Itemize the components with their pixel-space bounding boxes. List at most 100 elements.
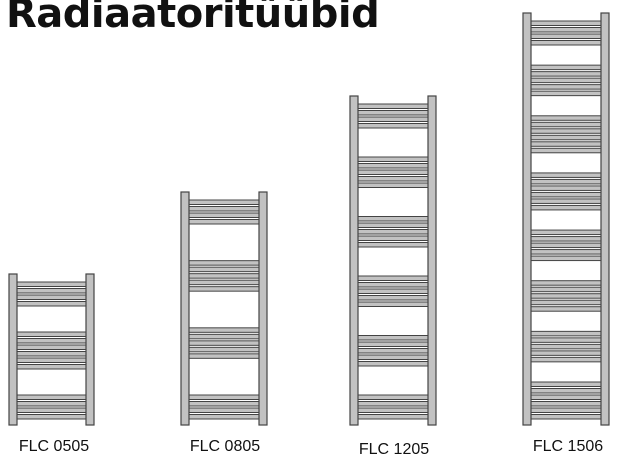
left-rail [349,95,359,426]
radiator-bar [16,301,87,307]
radiator-bar [530,185,602,191]
radiator-bar [16,357,87,363]
left-rail [522,12,532,426]
radiator-bar [188,401,260,407]
radiator-bar [530,394,602,400]
radiator-bar [357,341,429,347]
radiator-bar [530,71,602,77]
radiator-bar [530,299,602,306]
radiator-label-flc-0805: FLC 0805 [189,438,261,455]
radiator-bar [530,172,602,178]
radiator-bar [357,163,429,169]
radiator-bar [188,394,260,400]
radiator-bar [357,123,429,129]
radiator-bar [357,235,429,241]
radiator-bar [188,340,260,346]
radiator-bar [16,281,87,287]
radiator-bar [188,346,260,353]
radiator-bar [16,401,87,407]
radiator-bar [188,212,260,218]
radiator-bar [530,236,602,242]
radiator-bar [357,295,429,301]
radiator-label-flc-1205: FLC 1205 [358,441,430,458]
left-rail [180,191,190,426]
radiator-bar [530,64,602,71]
radiator-bar [530,286,602,293]
radiator-bar [530,242,602,249]
radiator-bar [530,27,602,33]
radiator-bar [530,381,602,387]
radiator-bar [16,344,87,350]
radiator-bar [530,356,602,363]
radiator-bar [530,198,602,204]
radiator-bar [188,286,260,292]
radiator-bar [357,335,429,341]
radiator-bar [357,156,429,162]
radiator-flc-0505 [8,273,95,426]
radiator-bar [530,350,602,356]
radiator-bar [357,301,429,307]
radiator-bar [530,414,602,420]
radiator-bar [188,260,260,266]
radiator-bar [530,401,602,407]
radiator-bar [530,306,602,312]
radiator-bar [16,364,87,370]
radiator-bar [530,229,602,236]
radiator-bar [188,266,260,273]
radiator-bar [357,169,429,175]
radiator-bar [16,331,87,337]
radiator-bar [530,191,602,198]
radiator-bar [357,103,429,109]
radiator-bar [530,280,602,286]
radiator-bar [530,77,602,84]
radiator-flc-1506 [522,12,610,426]
page-title: Radiaatoritüübid [6,0,380,37]
radiator-bar [530,330,602,337]
right-rail [427,95,437,426]
right-rail [258,191,268,426]
radiator-bar [530,249,602,255]
radiator-bar [357,242,429,248]
radiator-bar [188,199,260,205]
radiator-bar [357,394,429,400]
radiator-bar [188,414,260,420]
radiator-bar [530,128,602,134]
radiator-bar [357,348,429,354]
right-rail [600,12,610,426]
radiator-bar [188,407,260,413]
radiator-bar [16,294,87,300]
radiator-label-flc-0505: FLC 0505 [18,438,90,455]
left-rail [8,273,18,426]
radiator-bar [530,33,602,39]
radiator-bar [530,178,602,185]
radiator-bar [357,407,429,413]
radiator-bar [530,121,602,128]
radiator-bar [188,333,260,340]
radiator-bar [530,134,602,141]
radiator-bar [188,327,260,333]
radiator-bar [530,90,602,97]
radiator-bar [530,255,602,262]
radiator-bar [530,388,602,394]
radiator-bar [16,414,87,420]
radiator-bar [16,338,87,344]
radiator-bar [16,394,87,400]
radiator-bar [357,282,429,288]
radiator-bar [530,204,602,211]
radiator-label-flc-1506: FLC 1506 [532,438,604,455]
radiator-bar [530,141,602,147]
radiator-bar [16,288,87,294]
radiator-bar [530,20,602,26]
radiator-bar [188,206,260,212]
radiator-bar [530,40,602,46]
radiator-bar [188,353,260,359]
radiator-bar [530,84,602,90]
radiator-bar [530,337,602,343]
radiator-bar [357,176,429,182]
radiator-bar [357,414,429,420]
radiator-bar [357,116,429,122]
radiator-bar [357,361,429,367]
radiator-bar [16,407,87,413]
radiator-bar [357,222,429,228]
